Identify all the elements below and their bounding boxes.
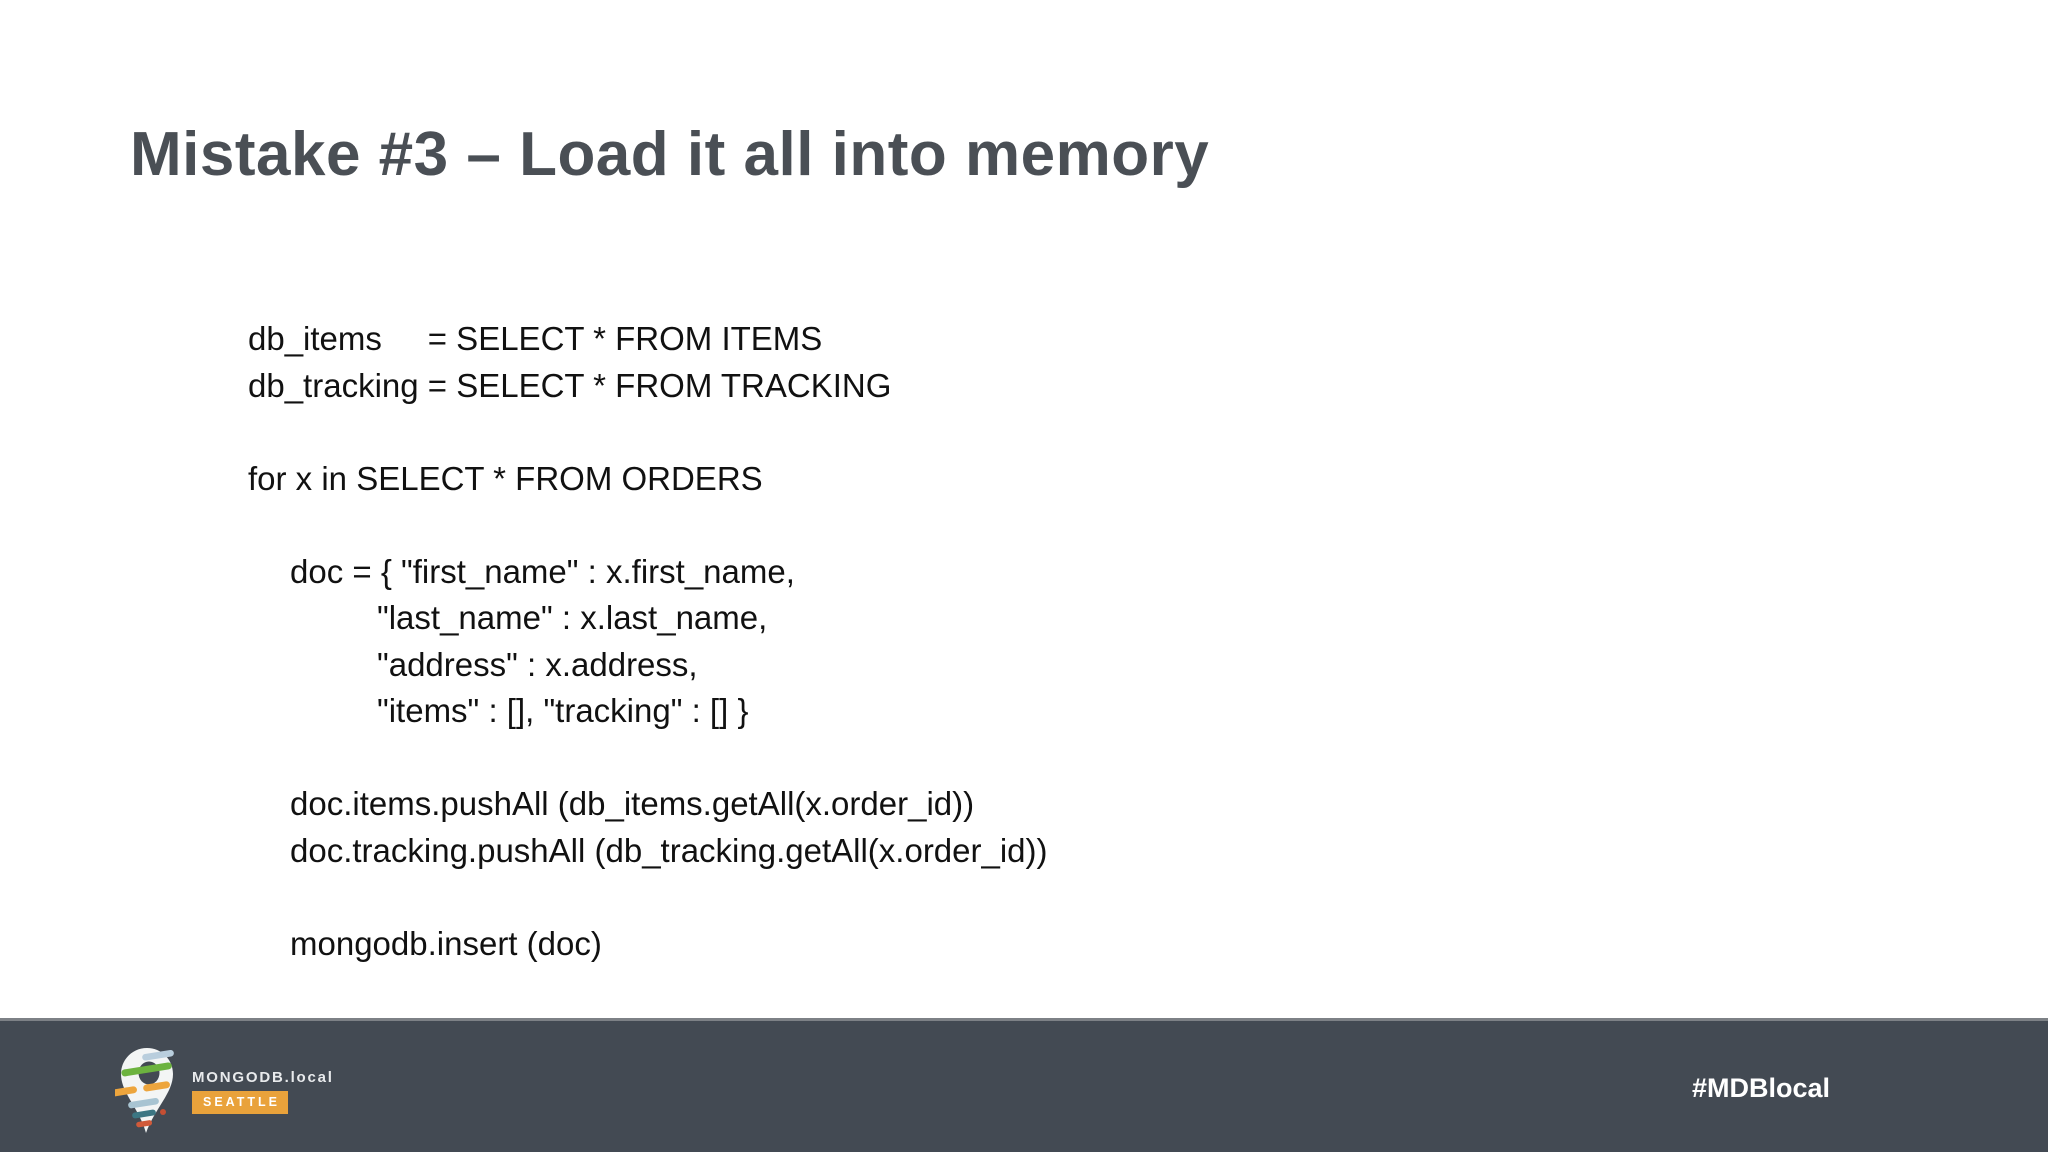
code-line	[248, 735, 1048, 782]
slide-title: Mistake #3 – Load it all into memory	[130, 120, 1210, 189]
code-line: for x in SELECT * FROM ORDERS	[248, 459, 763, 497]
event-hashtag: #MDBlocal	[1691, 1073, 1830, 1103]
city-badge: SEATTLE	[192, 1091, 289, 1114]
code-line	[248, 502, 1048, 549]
footer-bar: MONGODB.local SEATTLE #MDBlocal	[0, 1018, 2048, 1152]
code-line	[248, 409, 1048, 456]
code-line	[248, 874, 1048, 921]
code-line: "last_name" : x.last_name,	[377, 599, 768, 636]
code-block: db_items = SELECT * FROM ITEMS db_trackin…	[248, 316, 1048, 967]
code-line: db_tracking = SELECT * FROM TRACKING	[248, 366, 892, 404]
code-line: mongodb.insert (doc)	[290, 924, 602, 962]
brand-name: MONGODB.local	[192, 1069, 334, 1086]
code-line: doc.tracking.pushAll (db_tracking.getAll…	[290, 831, 1048, 869]
code-line: db_items = SELECT * FROM ITEMS	[248, 320, 823, 357]
code-line: doc = { "first_name" : x.first_name,	[290, 552, 795, 590]
code-line: doc.items.pushAll (db_items.getAll(x.ord…	[290, 785, 975, 822]
code-line: "items" : [], "tracking" : [] }	[377, 692, 749, 729]
mongodb-local-pin-logo	[115, 1048, 174, 1133]
code-line: "address" : x.address,	[377, 645, 698, 683]
